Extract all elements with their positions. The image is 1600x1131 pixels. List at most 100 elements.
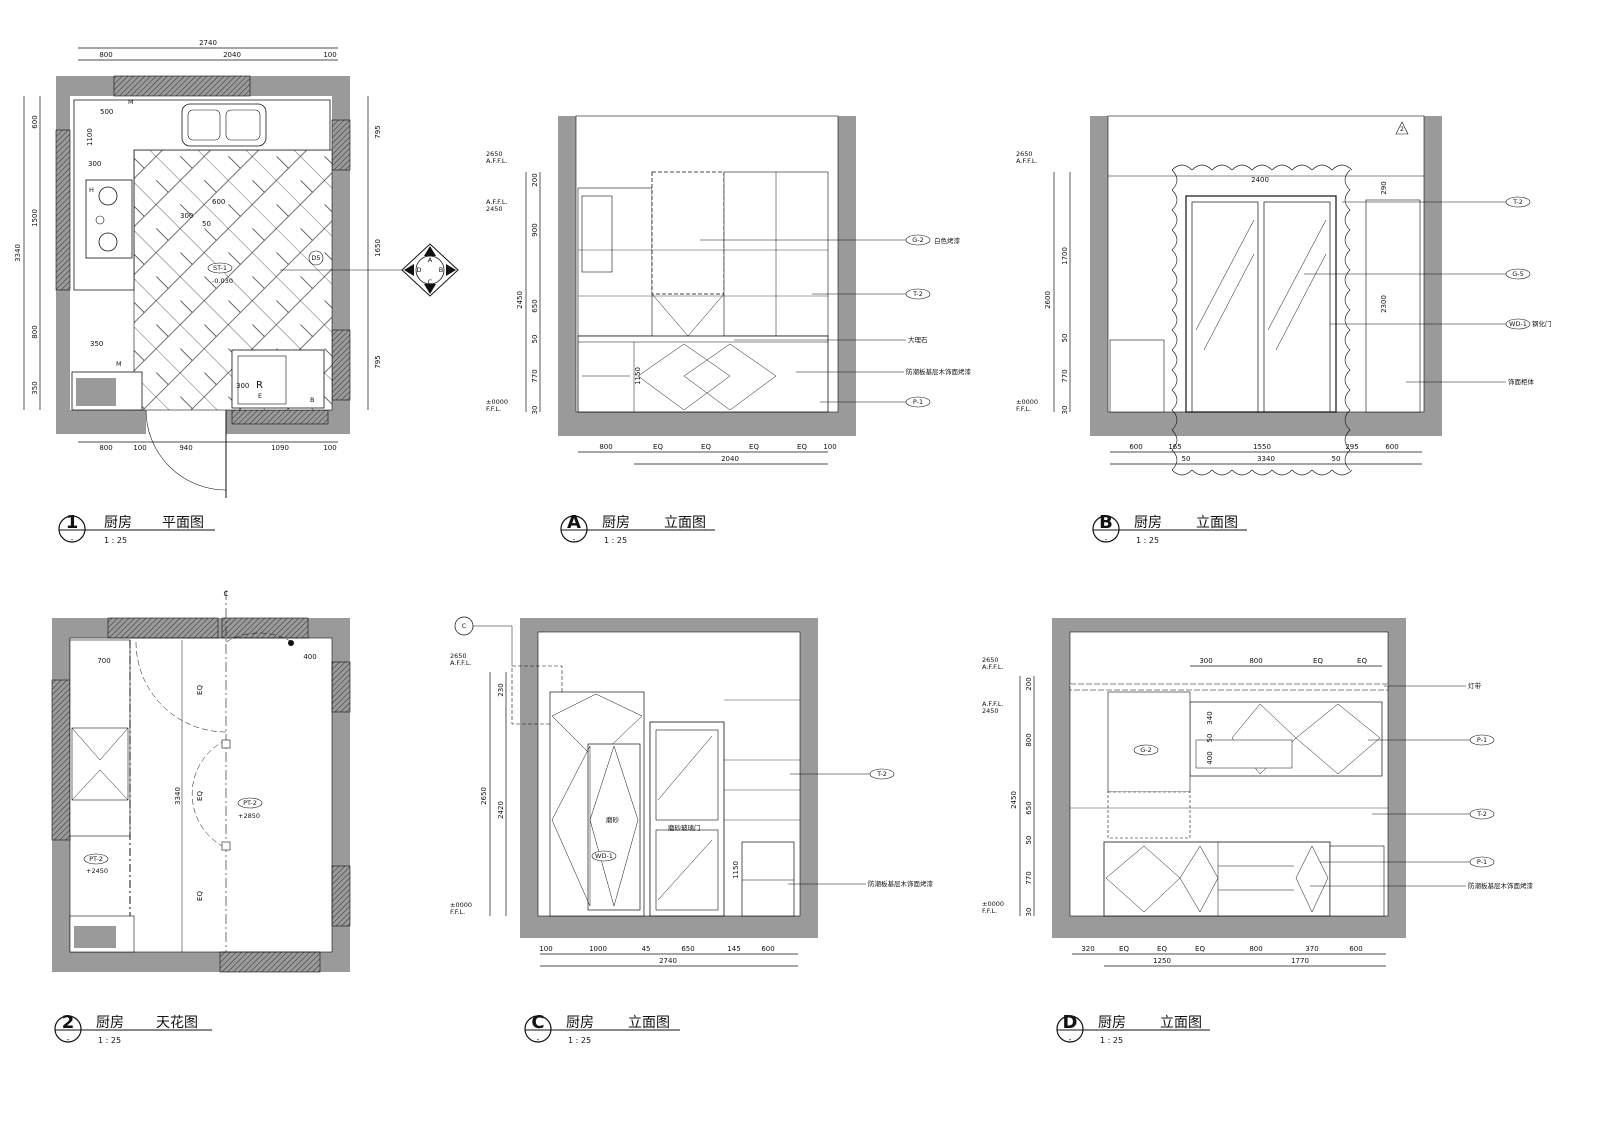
elev-a-dim-bottom: EQ xyxy=(749,443,759,451)
sheet-ref: - xyxy=(537,1035,540,1044)
plan-note-dim: 300 xyxy=(180,212,193,220)
elev-d-dim-bottom2: 1250 xyxy=(1153,957,1171,965)
level-mark: A.F.F.L. xyxy=(1016,157,1038,165)
material-note: 大理石 xyxy=(908,335,928,344)
elev-b-dim-bottom2: 3340 xyxy=(1257,455,1275,463)
material-tag: WD-1 xyxy=(595,852,613,860)
elev-c-dim-left: 2420 xyxy=(497,801,505,819)
elev-d-dim-top: 300 xyxy=(1199,657,1212,665)
plan-dim-top: 100 xyxy=(323,51,336,59)
elev-d-dim-left: 770 xyxy=(1025,871,1033,884)
drawing-number: 2 xyxy=(62,1012,75,1033)
elev-b-dim-total: 2600 xyxy=(1044,291,1052,309)
level-mark: ±0000 xyxy=(982,900,1004,908)
elev-c-dim-left: 230 xyxy=(497,683,505,696)
level-mark: 2450 xyxy=(486,205,503,213)
floor-level: -0.030 xyxy=(212,277,233,285)
ceiling-dim: EQ xyxy=(196,791,204,801)
floor-tag: ST-1 xyxy=(213,264,227,272)
drawing-scale: 1 : 25 xyxy=(604,536,627,545)
elev-b-dim-top: 2400 xyxy=(1251,176,1269,184)
plan-note-dim: 1100 xyxy=(86,128,94,146)
ceiling-level: +2850 xyxy=(238,812,260,820)
elev-c-dim-total: 2650 xyxy=(480,787,488,805)
elev-c-dim-bottom: 145 xyxy=(727,945,740,953)
plan-dim-right: 795 xyxy=(374,355,382,368)
material-tag: P-1 xyxy=(1477,858,1487,866)
level-mark: ±0000 xyxy=(1016,398,1038,406)
elev-a-dim-bottom: 100 xyxy=(823,443,836,451)
elevation-b: 2650 A.F.F.L. ±0000 F.F.L. 2600 1700 50 … xyxy=(1016,115,1552,545)
level-mark: 2650 xyxy=(450,652,467,660)
plan-dim-bottom: 800 xyxy=(99,444,112,452)
elev-c-dim-bottom: 600 xyxy=(761,945,774,953)
elev-d-dim-bottom: EQ xyxy=(1119,945,1129,953)
elev-a-dim-left: 900 xyxy=(531,223,539,236)
elev-b-dim-bottom: 1550 xyxy=(1253,443,1271,451)
door-swing xyxy=(145,409,227,491)
elev-d-dim-top: 800 xyxy=(1249,657,1262,665)
plan-mark: M xyxy=(128,98,134,106)
fridge-cabinet xyxy=(231,349,325,409)
plan-note-dim: 500 xyxy=(100,108,113,116)
sheet-ref: - xyxy=(1105,535,1108,544)
plan-dim-left: 350 xyxy=(31,381,39,394)
plan-note-dim: 300 xyxy=(236,382,249,390)
plan-dim-top: 2040 xyxy=(223,51,241,59)
elev-d-dim-bottom: 320 xyxy=(1081,945,1094,953)
detail-callout: C xyxy=(462,622,467,630)
sheet-ref: - xyxy=(67,1035,70,1044)
elev-a-dim-left: 30 xyxy=(531,406,539,415)
drawing-title: 厨房 xyxy=(1098,1015,1126,1031)
drawing-subtitle: 平面图 xyxy=(162,515,204,531)
material-tag: P-1 xyxy=(1477,736,1487,744)
drawing-number: A xyxy=(567,512,581,533)
elev-c-dim-bottom: 100 xyxy=(539,945,552,953)
elev-a-dim-bottom: EQ xyxy=(701,443,711,451)
material-note: 白色烤漆 xyxy=(934,236,961,245)
key-letter: D xyxy=(416,266,421,274)
material-tag: P-1 xyxy=(913,398,923,406)
drawing-title: 厨房 xyxy=(566,1015,594,1031)
material-note: 钢化门 xyxy=(1532,319,1552,328)
elev-a-dim-total: 2450 xyxy=(516,291,524,309)
elev-b-dim-bottom2: 50 xyxy=(1332,455,1341,463)
drawing-subtitle: 天花图 xyxy=(156,1015,198,1031)
elev-b-dim-left: 50 xyxy=(1061,334,1069,343)
elev-c-dim-bottom: 650 xyxy=(681,945,694,953)
elev-d-dim-bottom: 600 xyxy=(1349,945,1362,953)
drawing-title: 厨房 xyxy=(96,1015,124,1031)
level-mark: A.F.F.L. xyxy=(450,659,472,667)
plan-dim-total-left: 3340 xyxy=(14,244,22,262)
elev-d-dim-bottom: EQ xyxy=(1157,945,1167,953)
base-cabinets xyxy=(577,335,829,413)
plan-dim-right: 795 xyxy=(374,125,382,138)
elev-a-dim-left: 770 xyxy=(531,369,539,382)
elev-c-dim-total-bottom: 2740 xyxy=(659,957,677,965)
level-mark: A.F.F.L. xyxy=(982,700,1004,708)
drawing-title: 厨房 xyxy=(602,515,630,531)
drawing-title: 厨房 xyxy=(1134,515,1162,531)
plan-dim-total-top: 2740 xyxy=(199,39,217,47)
sink-tag: D5 xyxy=(311,254,320,262)
level-mark: A.F.F.L. xyxy=(486,198,508,206)
level-mark: 2650 xyxy=(486,150,503,158)
revision-mark: 2 xyxy=(1400,125,1404,133)
plan-dim-bottom: 100 xyxy=(323,444,336,452)
elevation-d: 2650 A.F.F.L. A.F.F.L. 2450 ±0000 F.F.L.… xyxy=(982,618,1534,1045)
level-mark: 2650 xyxy=(1016,150,1033,158)
ceiling-plan: C 700 400 EQ 3340 EQ EQ PT-2 +2850 PT-2 … xyxy=(51,590,351,1045)
material-tag: G-2 xyxy=(912,236,924,244)
drawing-scale: 1 : 25 xyxy=(98,1036,121,1045)
elev-d-dim-total: 2450 xyxy=(1010,791,1018,809)
drawing-number: 1 xyxy=(66,512,79,533)
plan-dim-bottom: 940 xyxy=(179,444,192,452)
sliding-glass-door xyxy=(1185,195,1337,413)
material-note: 磨砂 xyxy=(606,815,620,824)
plan-dim-left: 1500 xyxy=(31,209,39,227)
plan-note-dim: 350 xyxy=(90,340,103,348)
elev-d-dim-left: 50 xyxy=(1025,836,1033,845)
material-note: 灯带 xyxy=(1468,681,1482,690)
elevation-a: 2650 A.F.F.L. A.F.F.L. 2450 ±0000 F.F.L.… xyxy=(486,115,972,545)
material-note: 防潮板基层木饰面烤漆 xyxy=(1468,881,1534,890)
